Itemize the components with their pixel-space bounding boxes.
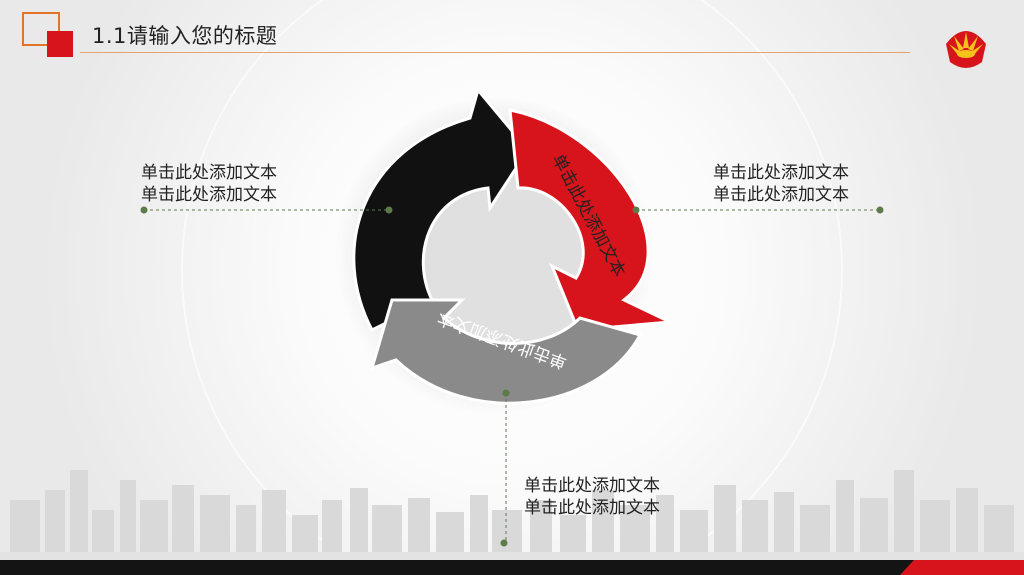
header-decoration-square	[47, 31, 73, 57]
footer-red-accent	[900, 560, 1024, 575]
bottom-callout[interactable]: 单击此处添加文本 单击此处添加文本	[524, 475, 660, 519]
footer-bar	[0, 560, 1024, 575]
cycle-diagram: 单击此处添加文本 单击此处添加文本	[352, 86, 676, 405]
title-underline	[80, 52, 910, 53]
cycle-segment-black[interactable]	[352, 86, 530, 332]
page-title[interactable]: 1.1请输入您的标题	[92, 24, 278, 48]
right-callout-line-1: 单击此处添加文本	[713, 163, 849, 183]
left-callout-line-2: 单击此处添加文本	[141, 185, 277, 205]
left-callout-line-1: 单击此处添加文本	[141, 163, 277, 183]
cycle-segment-gray[interactable]	[369, 298, 643, 405]
shell-sunburst-logo-icon	[946, 31, 986, 68]
bottom-callout-line-1: 单击此处添加文本	[524, 476, 660, 496]
city-skyline	[10, 470, 1014, 560]
cycle-segment-red[interactable]	[508, 108, 676, 332]
right-callout[interactable]: 单击此处添加文本 单击此处添加文本	[713, 162, 849, 206]
connector-dot	[385, 206, 393, 214]
bottom-callout-line-2: 单击此处添加文本	[524, 498, 660, 518]
right-callout-line-2: 单击此处添加文本	[713, 185, 849, 205]
left-callout[interactable]: 单击此处添加文本 单击此处添加文本	[141, 162, 277, 206]
header-decoration-outline	[22, 12, 60, 46]
